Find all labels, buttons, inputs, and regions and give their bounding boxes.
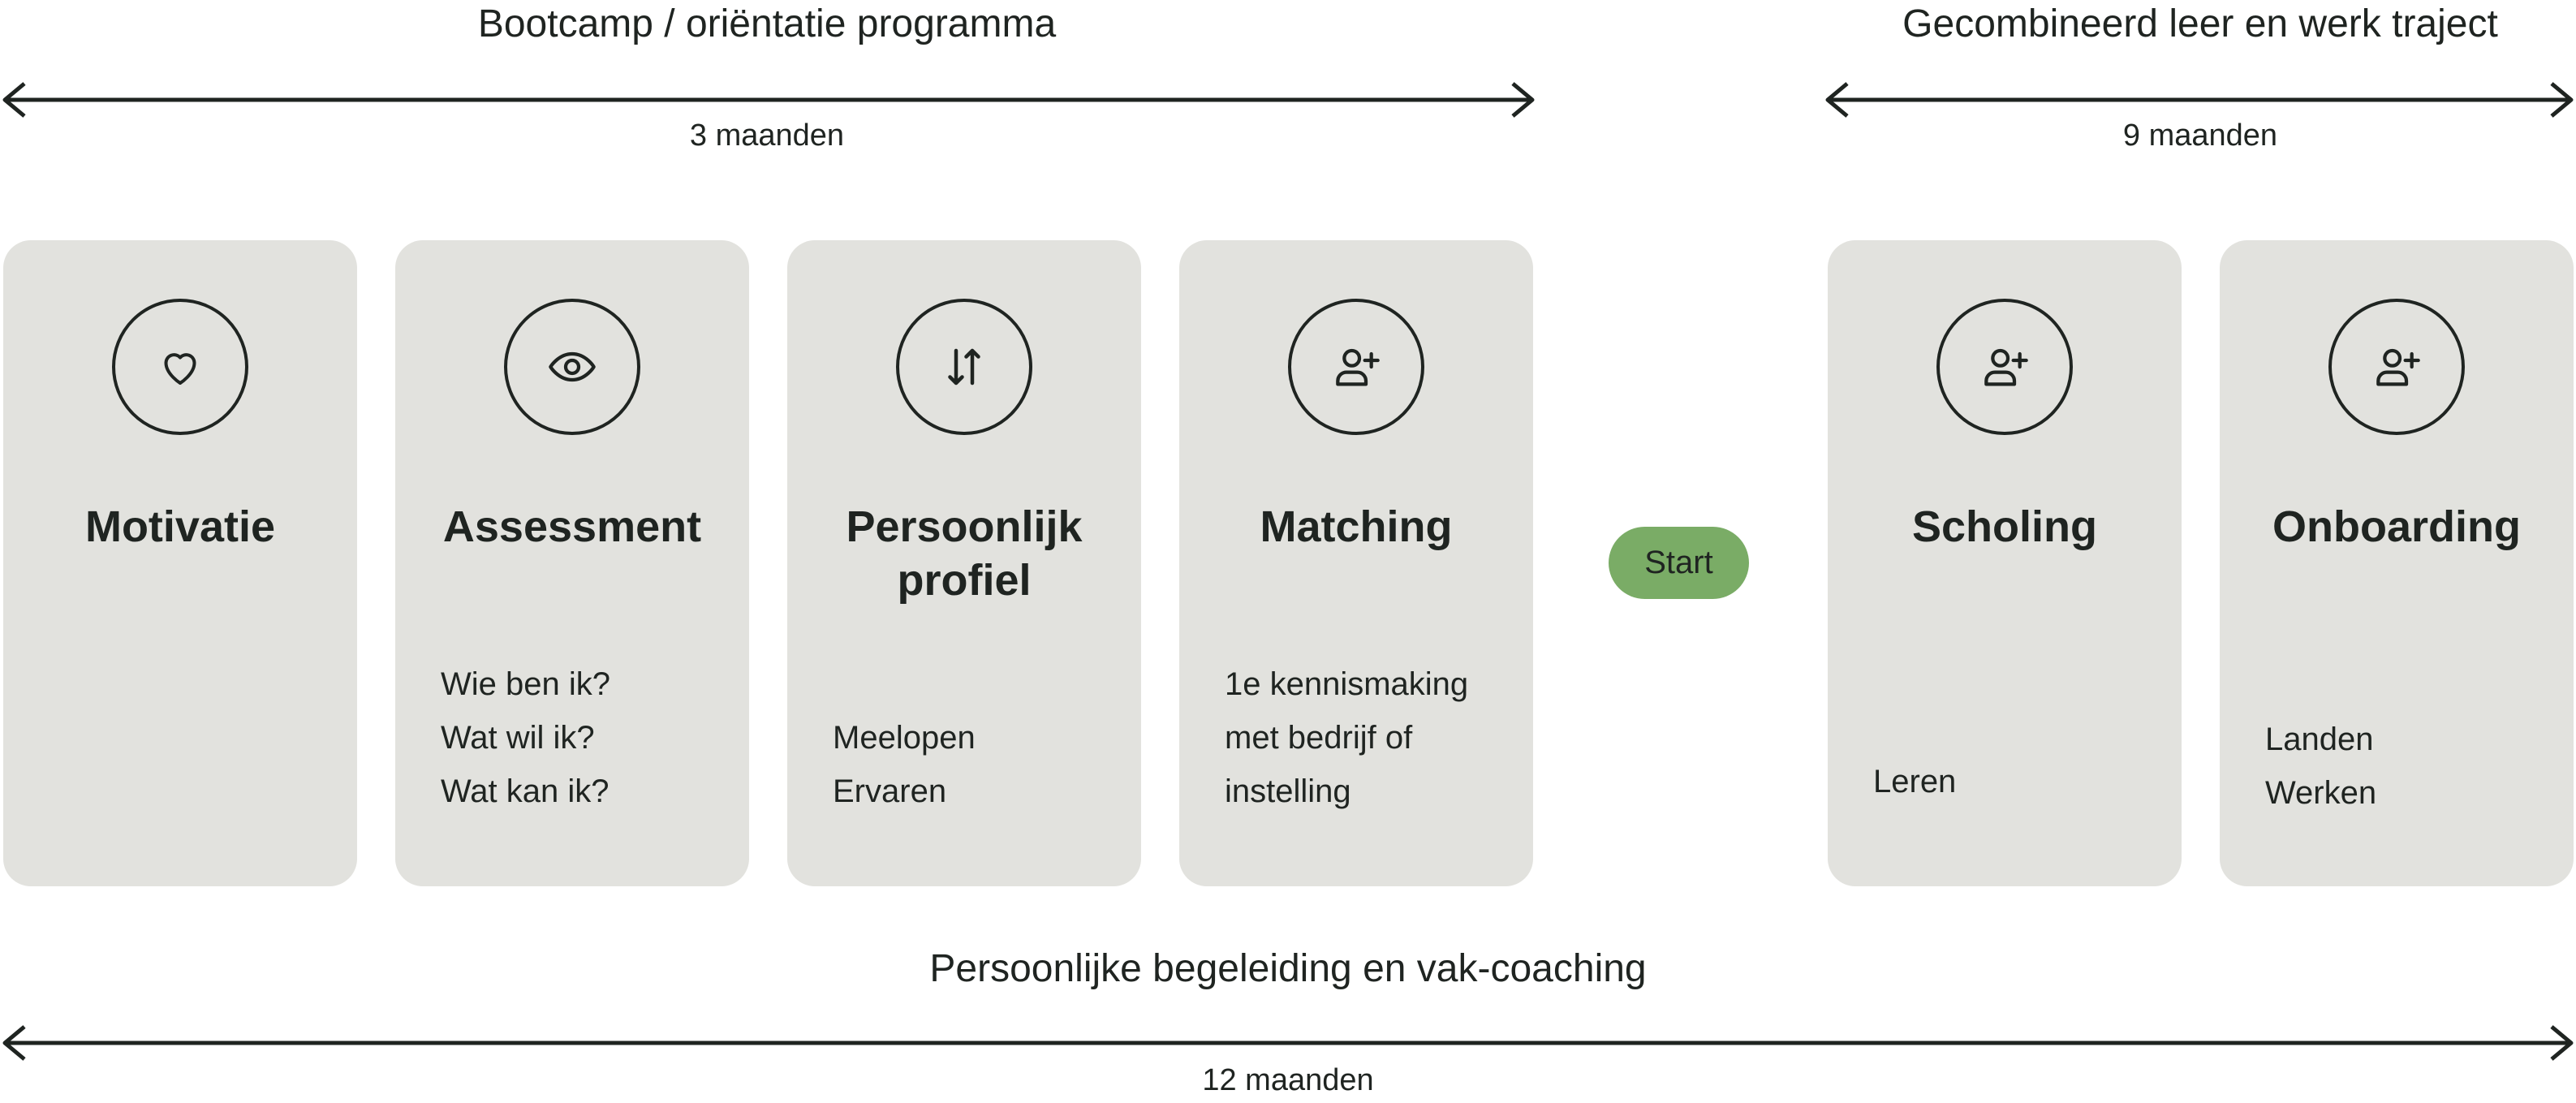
coaching-span-arrow (2, 1025, 2574, 1061)
combined-span-arrow (1825, 82, 2574, 118)
sort-arrows-icon (896, 299, 1032, 435)
card-onboarding: Onboarding Landen Werken (2220, 240, 2574, 886)
user-add-icon (1288, 299, 1424, 435)
card-line: Wat kan ik? (441, 773, 610, 809)
bootcamp-span-arrow (2, 82, 1535, 118)
user-add-icon (1936, 299, 2073, 435)
card-line: Meelopen (833, 720, 976, 756)
card-assessment: Assessment Wie ben ik? Wat wil ik? Wat k… (395, 240, 749, 886)
user-add-icon (2328, 299, 2465, 435)
card-title: Matching (1260, 502, 1453, 551)
card-description: Wie ben ik? Wat wil ik? Wat kan ik? (441, 657, 610, 818)
card-description: 1e kennismaking met bedrijf of instellin… (1225, 657, 1468, 818)
card-description: Landen Werken (2265, 713, 2376, 820)
heart-icon (112, 299, 248, 435)
card-description: Meelopen Ervaren (833, 711, 976, 818)
card-line: Wie ben ik? (441, 666, 610, 702)
combined-duration: 9 maanden (2122, 118, 2278, 153)
card-line: instelling (1225, 773, 1351, 809)
card-line: Ervaren (833, 773, 947, 809)
card-line: Leren (1873, 764, 1957, 799)
start-badge: Start (1609, 527, 1749, 599)
card-title: Onboarding (2272, 502, 2521, 551)
card-line: met bedrijf of (1225, 720, 1413, 756)
combined-phase-title: Gecombineerd leer en werk traject (1902, 2, 2498, 45)
card-title: Assessment (442, 502, 702, 551)
card-title: Motivatie (84, 502, 276, 551)
card-scholing: Scholing Leren (1828, 240, 2182, 886)
card-matching: Matching 1e kennismaking met bedrijf of … (1179, 240, 1533, 886)
card-description: Leren (1873, 755, 1956, 808)
bootcamp-duration: 3 maanden (689, 118, 845, 153)
bootcamp-phase-title: Bootcamp / oriëntatie programma (477, 2, 1057, 45)
card-title: Persoonlijk profiel (846, 502, 1083, 605)
card-title: Scholing (1912, 502, 2097, 551)
card-line: Landen (2265, 722, 2374, 757)
card-line: Werken (2265, 775, 2377, 811)
card-line: Wat wil ik? (441, 720, 595, 756)
eye-icon (504, 299, 640, 435)
card-motivatie: Motivatie (3, 240, 357, 886)
card-line: 1e kennismaking (1225, 666, 1469, 702)
coaching-duration: 12 maanden (1202, 1063, 1374, 1097)
card-persoonlijk-profiel: Persoonlijk profiel Meelopen Ervaren (787, 240, 1141, 886)
coaching-phase-title: Persoonlijke begeleiding en vak-coaching (929, 947, 1647, 990)
